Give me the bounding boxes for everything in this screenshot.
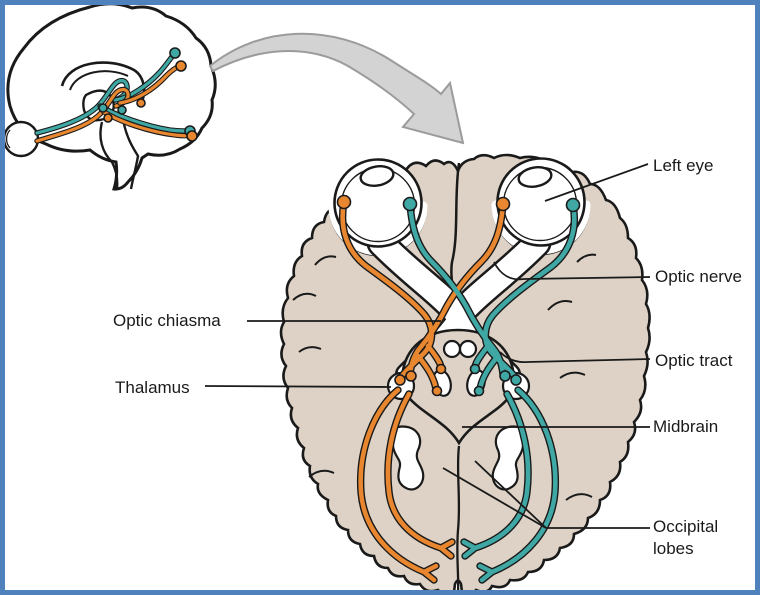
label-optic-chiasma: Optic chiasma [113, 311, 221, 330]
pointer-occipital-right [474, 460, 547, 529]
label-optic-tract: Optic tract [655, 351, 733, 370]
right-eye-of-subject [333, 158, 423, 248]
pointer-thalamus [204, 385, 392, 388]
mammillary-body [442, 339, 462, 359]
axial-brain [204, 153, 651, 595]
inset-eye [2, 120, 40, 158]
optic-fibers [336, 194, 581, 584]
sagittal-brain-inset [2, 2, 217, 191]
left-eye-of-subject [496, 157, 586, 247]
label-optic-nerve: Optic nerve [655, 267, 742, 286]
mammillary-body [458, 339, 478, 359]
lens [517, 166, 553, 188]
pointer-lines [204, 163, 651, 529]
pointer-optic-tract [499, 351, 651, 364]
pointer-left-eye [544, 163, 649, 202]
lens [359, 165, 395, 187]
label-occipital-lobes: Occipital lobes [653, 517, 719, 559]
posterior-fissure [456, 445, 461, 594]
pointer-occipital-left [442, 467, 547, 529]
label-left-eye: Left eye [653, 156, 714, 175]
pointer-optic-nerve [493, 261, 651, 281]
label-thalamus: Thalamus [115, 378, 190, 397]
midbrain-region [400, 328, 516, 446]
curved-arrow-icon [208, 32, 465, 145]
label-midbrain: Midbrain [653, 417, 719, 436]
